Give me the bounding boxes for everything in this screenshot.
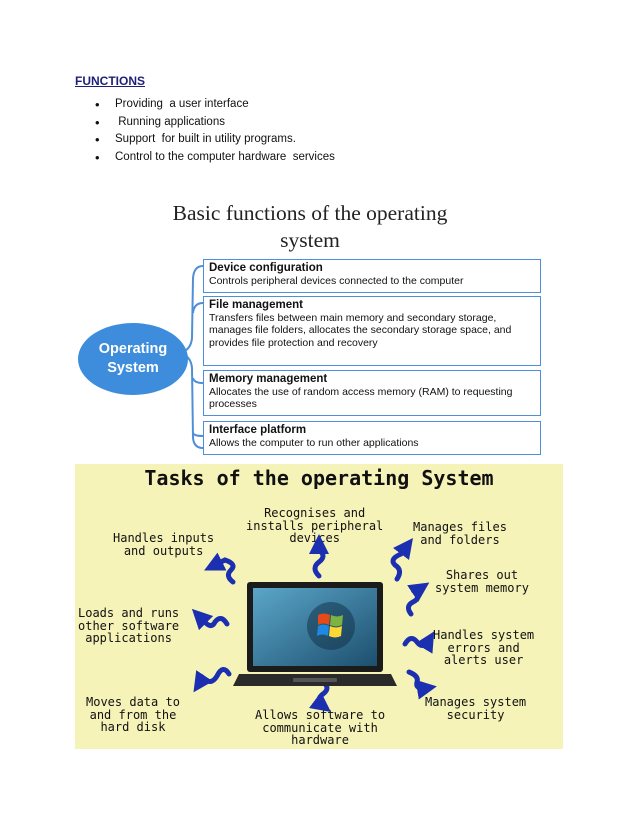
- functions-list: Providing a user interface Running appli…: [75, 97, 335, 169]
- box-file-management: File management Transfers files between …: [203, 296, 541, 366]
- list-item: Control to the computer hardware service…: [75, 150, 335, 169]
- list-item: Support for built in utility programs.: [75, 132, 335, 151]
- task-inputs-outputs: Handles inputs and outputs: [113, 531, 215, 558]
- figure1-title: Basic functions of the operating system: [100, 200, 520, 254]
- task-hard-disk: Moves data to and from the hard disk: [86, 695, 180, 734]
- task-system-security: Manages system security: [425, 695, 527, 722]
- center-label-line1: Operating: [98, 341, 168, 357]
- list-item: Providing a user interface: [75, 97, 335, 116]
- task-system-errors: Handles system errors and alerts user: [433, 628, 535, 667]
- figure2-title: Tasks of the operating System: [144, 466, 494, 490]
- box-memory-management: Memory management Allocates the use of r…: [203, 370, 541, 416]
- task-communicate-hardware: Allows software to communicate with hard…: [255, 708, 386, 747]
- windows-logo-icon: [317, 613, 343, 638]
- figure1-title-line1: Basic functions of the operating: [172, 201, 448, 225]
- box-title: Device configuration: [209, 262, 323, 274]
- arrow-icon: [191, 608, 230, 631]
- arrow-icon: [406, 669, 437, 700]
- box-desc: Allocates the use of random access memor…: [209, 386, 513, 411]
- arrow-icon: [193, 667, 232, 693]
- center-label-line2: System: [107, 360, 159, 376]
- box-title: File management: [209, 299, 303, 311]
- arrow-icon: [405, 582, 430, 617]
- box-device-configuration: Device configuration Controls peripheral…: [203, 259, 541, 293]
- tasks-figure: Tasks of the operating System Handles in…: [75, 464, 563, 749]
- box-title: Interface platform: [209, 424, 307, 436]
- task-loads-applications: Loads and runs other software applicatio…: [78, 606, 180, 645]
- box-desc: Allows the computer to run other applica…: [209, 437, 419, 449]
- task-files-folders: Manages files and folders: [413, 520, 507, 547]
- arrow-icon: [309, 534, 329, 579]
- box-title: Memory management: [209, 373, 328, 385]
- figure1-title-line2: system: [280, 228, 340, 252]
- arrow-icon: [390, 538, 413, 582]
- arrow-icon: [204, 552, 236, 585]
- box-desc: Transfers files between main memory and …: [209, 312, 512, 349]
- box-desc: Controls peripheral devices connected to…: [209, 275, 464, 287]
- list-item: Running applications: [75, 115, 335, 134]
- task-shares-memory: Shares out system memory: [435, 568, 529, 595]
- laptop-icon: [233, 582, 397, 686]
- box-interface-platform: Interface platform Allows the computer t…: [203, 421, 541, 455]
- functions-heading: FUNCTIONS: [75, 74, 145, 88]
- operating-system-node: Operating System: [78, 323, 188, 395]
- arrow-icon: [402, 631, 435, 654]
